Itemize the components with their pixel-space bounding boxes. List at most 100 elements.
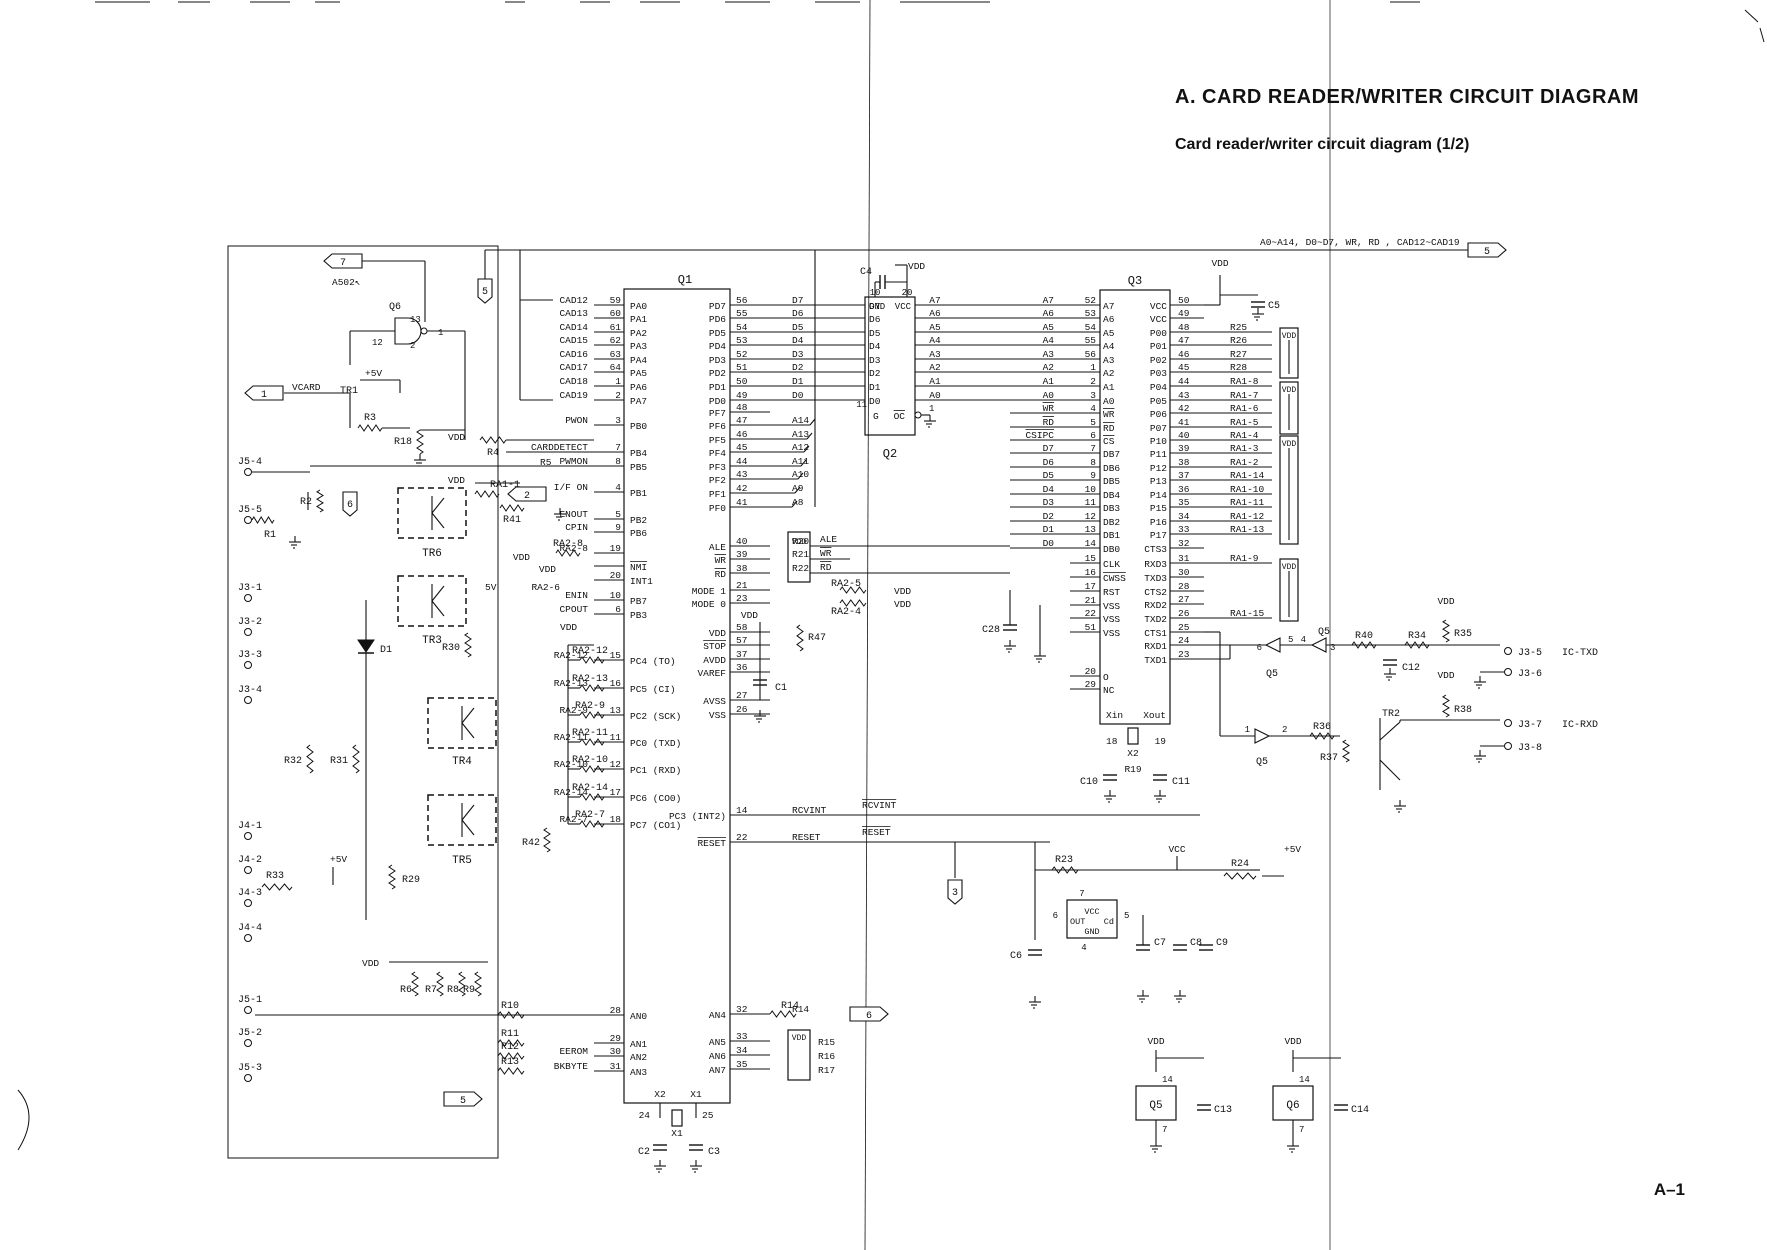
q3-pin-number: 19 xyxy=(1155,736,1167,747)
q3-pin-name: A2 xyxy=(1103,368,1115,379)
resistor-symbol xyxy=(1223,872,1257,880)
offpage-id: 5 xyxy=(460,1096,466,1107)
q3-pin-number: 7 xyxy=(1090,443,1096,454)
q1-pin-number: 62 xyxy=(610,335,622,346)
q1-pin-name: PA5 xyxy=(630,368,647,379)
q3-pin-number: 39 xyxy=(1178,443,1190,454)
offpage-connector-1 xyxy=(244,385,284,401)
q1-net-label: PWMON xyxy=(559,456,588,467)
q2-vcc-label: VCC xyxy=(895,302,912,312)
q1-pin-name: AN7 xyxy=(709,1065,726,1076)
q5-buffer-a xyxy=(1264,637,1281,653)
resistor-label: R1 xyxy=(264,530,276,541)
q1-net-label: CAD16 xyxy=(559,349,588,360)
q3-pin-name: RD xyxy=(1103,423,1115,434)
resistor-label: R7 xyxy=(425,985,437,996)
resistor-label: R3 xyxy=(364,413,376,424)
q3-pin-name: RXD1 xyxy=(1144,641,1167,652)
q3-net-label: R28 xyxy=(1230,362,1247,373)
q2-net-label: A4 xyxy=(929,335,941,346)
vdd-label: VDD xyxy=(1282,386,1297,395)
q1-pin-number: 63 xyxy=(610,349,622,360)
q3-pin-name: DB0 xyxy=(1103,544,1120,555)
diagram-subtitle: Card reader/writer circuit diagram (1/2) xyxy=(1175,136,1470,153)
q1-pin-number: 33 xyxy=(736,1031,748,1042)
q3-pin-name: P12 xyxy=(1150,463,1167,474)
q3-pin-name: CTS2 xyxy=(1144,587,1167,598)
q3-pin-name: A5 xyxy=(1103,328,1115,339)
x2-label: X2 xyxy=(1127,748,1139,759)
q3-pin-name: A7 xyxy=(1103,301,1114,312)
resistor-label: R5 xyxy=(540,457,552,468)
resistor-symbol xyxy=(1342,739,1350,763)
tr2-label: TR2 xyxy=(1382,709,1400,720)
transistor-label-tr4: TR4 xyxy=(452,756,472,768)
q2-pin-name: D2 xyxy=(869,368,881,379)
q1-net-label: D4 xyxy=(792,335,804,346)
q3-net-label: RA1-5 xyxy=(1230,417,1259,428)
q1-pin-number: 19 xyxy=(610,543,622,554)
q5-buffer-b xyxy=(1310,637,1327,653)
reg-pin: 5 xyxy=(1124,911,1129,921)
q3-net-label: RA1-8 xyxy=(1230,376,1259,387)
q3-pin-name: VSS xyxy=(1103,614,1120,625)
q3-net-label: A3 xyxy=(1043,349,1055,360)
resistor-label: R19 xyxy=(1124,764,1141,775)
q3-pin-name: DB6 xyxy=(1103,463,1120,474)
chip-label-q1: Q1 xyxy=(678,273,692,287)
vdd-label: VDD xyxy=(539,564,556,575)
q2-pin-name: D5 xyxy=(869,328,881,339)
reg-out-label: OUT xyxy=(1070,917,1085,927)
resistor-label: R18 xyxy=(394,437,412,448)
q3-pin-number: 53 xyxy=(1085,308,1097,319)
reg-pin: 6 xyxy=(1053,911,1058,921)
offpage-id: 1 xyxy=(261,390,267,401)
q3-pin-name: DB5 xyxy=(1103,476,1120,487)
q3-pin-name: P05 xyxy=(1150,396,1167,407)
resistor-pack xyxy=(1279,327,1299,379)
q6-bubble xyxy=(420,327,428,335)
q3-pin-name: TXD1 xyxy=(1144,655,1167,666)
q3-net-label: A6 xyxy=(1043,308,1055,319)
resistor-label: RA2-4 xyxy=(831,607,861,618)
q3-net-label: RA1-10 xyxy=(1230,484,1265,495)
x1-pin: 25 xyxy=(702,1110,714,1121)
resistor-label: R36 xyxy=(1313,722,1331,733)
vdd-label: VDD xyxy=(560,622,577,633)
q3-pin-number: 45 xyxy=(1178,362,1190,373)
q1-net-label: CAD14 xyxy=(559,322,588,333)
q3-net-label: RA1-11 xyxy=(1230,497,1265,508)
q3-pin-number: 42 xyxy=(1178,403,1190,414)
q1-pin-name: PD0 xyxy=(709,396,726,407)
resistor-label: R24 xyxy=(1231,859,1249,870)
q3-pin-name: P11 xyxy=(1150,449,1167,460)
offpage-connector-6 xyxy=(342,491,358,517)
q3-pin-name: NC xyxy=(1103,685,1115,696)
q5-pin: 3 xyxy=(1330,643,1335,653)
q1-pin-number: 51 xyxy=(736,362,748,373)
q1-pin-name: PC1 (RXD) xyxy=(630,765,681,776)
vdd-label: VDD xyxy=(1147,1036,1164,1047)
q2-net-label: A0 xyxy=(929,390,941,401)
q3-pin-name: VSS xyxy=(1103,628,1120,639)
connector-label: J3-5 xyxy=(1518,648,1542,659)
vdd-label: VDD xyxy=(1284,1036,1301,1047)
resistor-label: RA1-1 xyxy=(490,480,520,491)
q3-net-label: A0 xyxy=(1043,390,1055,401)
diagram-title: A. CARD READER/WRITER CIRCUIT DIAGRAM xyxy=(1175,86,1640,108)
vcard-label: VCARD xyxy=(292,382,321,393)
resistor-label: R47 xyxy=(808,633,826,644)
q3-net-label: RA1-6 xyxy=(1230,403,1259,414)
q1-pin-name: PB2 xyxy=(630,515,647,526)
q3-pin-number: 36 xyxy=(1178,484,1190,495)
q3-pin-number: 35 xyxy=(1178,497,1190,508)
q1-pin-name: PB1 xyxy=(630,488,647,499)
resistor-label: R12 xyxy=(501,1042,519,1053)
q3-pin-number: 24 xyxy=(1178,635,1190,646)
q3-pin-name: RST xyxy=(1103,587,1120,598)
q1-pin-name: PD3 xyxy=(709,355,726,366)
reset-label: RESET xyxy=(862,827,891,838)
resistor-symbol xyxy=(1351,641,1377,649)
transistor-box-tr3 xyxy=(397,575,467,627)
resistor-symbol xyxy=(388,864,396,890)
